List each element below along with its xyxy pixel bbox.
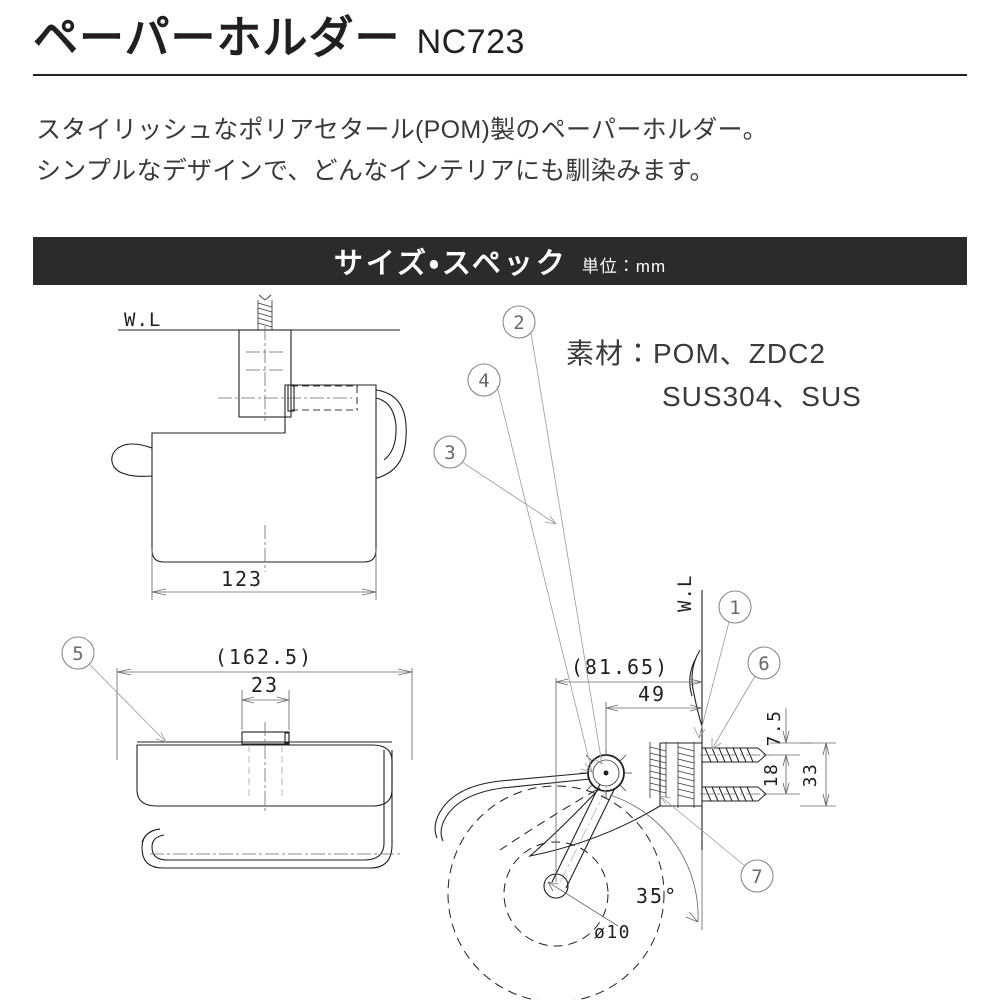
detail-arm-dimension: 49 [605, 682, 703, 756]
balloon-5-label: 5 [72, 643, 83, 665]
detail-core-diameter: ø10 [547, 881, 631, 943]
spec-banner: サイズ・スペック 単位：mm [33, 237, 967, 285]
front-boss-hidden [248, 745, 283, 799]
balloon-6-leader [711, 675, 756, 750]
front-boss-tab [284, 732, 290, 744]
side-width-value: 123 [221, 567, 263, 591]
balloon-3-arrow [544, 515, 557, 525]
side-cover-body [151, 384, 377, 563]
front-bracket-dimension: 23 [241, 673, 290, 730]
side-arm-left [111, 443, 153, 477]
detail-swing-arm [551, 783, 615, 889]
detail-bracket-height-value: 33 [800, 763, 821, 788]
balloon-7-label: 7 [751, 866, 762, 888]
spec-banner-title: サイズ・スペック [333, 248, 568, 280]
detail-projection-value: (81.65) [571, 655, 669, 679]
balloon-7-arrow [659, 795, 672, 805]
balloon-6-arrow [711, 738, 722, 750]
side-wall-line-label: W.L [124, 309, 161, 331]
product-description: スタイリッシュなポリアセタール(POM)製のペーパーホルダー。 シンプルなデザイ… [36, 110, 966, 191]
detail-top-offset-value: 7.5 [764, 709, 785, 746]
balloon-4-label: 4 [478, 370, 489, 392]
balloon-4-leader [496, 385, 593, 773]
front-wire-outer [141, 750, 393, 869]
detail-hook-outer [691, 649, 703, 727]
description-line-1: スタイリッシュなポリアセタール(POM)製のペーパーホルダー。 [36, 116, 768, 144]
detail-wire-arm-lower [440, 778, 591, 842]
detail-projection-dimension: (81.65) [555, 655, 703, 882]
balloon-1: 1 [718, 590, 752, 624]
balloon-5-arrow [155, 731, 167, 743]
material-line-1: 素材：POM、ZDC2 [566, 338, 826, 369]
description-line-2: シンプルなデザインで、どんなインテリアにも馴染みます。 [36, 156, 715, 185]
balloon-3-label: 3 [444, 442, 455, 464]
model-number: NC723 [416, 23, 525, 61]
balloon-3: 3 [433, 435, 467, 469]
detail-wire-arm-upper [434, 772, 589, 839]
front-overall-dimension: (162.5) [116, 645, 413, 760]
balloon-2: 2 [502, 305, 536, 339]
detail-top-offset-dimension: 7.5 [764, 708, 812, 747]
balloon-1-arrow [693, 726, 706, 739]
balloon-2-arrow [592, 752, 603, 765]
drawing-canvas: 123 W.L (162.5) [61, 294, 836, 1000]
front-wire-inner [151, 750, 385, 861]
balloon-2-leader [530, 332, 603, 765]
page-title: ペーパーホルダー [33, 12, 401, 63]
front-wire-end-cap [141, 828, 161, 843]
detail-hook-inner [689, 657, 697, 697]
detail-view-drawing: W.L [433, 305, 836, 1000]
balloon-7-leader [659, 795, 746, 867]
spec-banner-unit: 単位：mm [581, 256, 667, 276]
balloon-7: 7 [740, 859, 774, 893]
front-cover-plate [136, 744, 393, 807]
front-overall-width-value: (162.5) [215, 645, 313, 669]
side-arm-right [375, 389, 407, 479]
side-screw-thread [257, 294, 273, 330]
material-spec: 素材：POM、ZDC2 SUS304、SUS [566, 332, 862, 419]
detail-screw-upper [649, 742, 667, 798]
page-header: ペーパーホルダー NC723 [33, 12, 967, 76]
title-divider [33, 73, 967, 76]
side-bracket-centerlines [246, 326, 285, 421]
detail-wall-line-label: W.L [674, 575, 696, 612]
title-row: ペーパーホルダー NC723 [33, 12, 967, 63]
detail-bracket-height-dimension: 33 [800, 742, 836, 807]
side-view-drawing: 123 W.L [111, 294, 407, 600]
detail-arm-length-value: 49 [638, 682, 666, 706]
balloon-4: 4 [467, 363, 501, 397]
detail-core-diameter-value: ø10 [594, 922, 631, 943]
front-view-drawing: (162.5) 23 [61, 636, 413, 869]
detail-anchor-spacing-value: 18 [761, 763, 782, 788]
detail-cover-flap [528, 787, 661, 857]
side-shaft-hidden [291, 385, 358, 411]
detail-cover-flap-hidden [499, 789, 597, 851]
material-line-2: SUS304、SUS [662, 381, 862, 413]
balloon-4-arrow [580, 762, 593, 773]
balloon-5-leader [89, 664, 167, 743]
side-width-dimension: 123 [151, 548, 377, 600]
detail-anchor-spacing-dimension: 18 [761, 754, 800, 795]
balloon-5: 5 [61, 636, 95, 670]
side-arm-right-inner [375, 397, 397, 461]
detail-swing-angle-value: 35° [636, 884, 678, 908]
detail-swing-angle: 35° [609, 794, 699, 923]
balloon-1-leader [698, 621, 730, 739]
balloon-6: 6 [747, 646, 781, 680]
balloon-6-label: 6 [758, 653, 769, 675]
balloon-1-label: 1 [729, 597, 740, 619]
technical-drawings: 123 W.L (162.5) [0, 290, 1000, 1000]
detail-wall-plate [659, 742, 702, 807]
front-bracket-width-value: 23 [251, 673, 279, 697]
balloon-2-label: 2 [513, 312, 524, 334]
balloon-3-leader [461, 461, 557, 525]
detail-screw-lower [677, 742, 695, 808]
